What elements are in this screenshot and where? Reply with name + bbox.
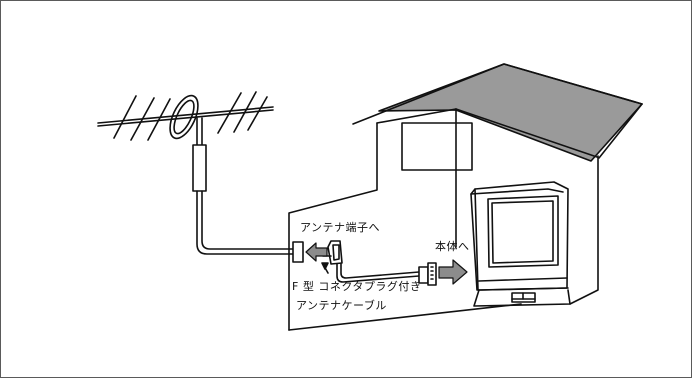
antenna-terminal-label: アンテナ端子へ (300, 221, 381, 234)
to-body-label: 本体へ (435, 240, 470, 253)
antenna-cable-label: アンテナケーブル (296, 299, 387, 312)
antenna-terminal-icon (292, 241, 304, 263)
f-connector-plug-icon (321, 240, 343, 274)
yagi-antenna-icon (97, 91, 295, 255)
antenna-cable (336, 262, 437, 286)
f-type-plug-label: F 型 コネクタプラグ付き (292, 280, 422, 293)
gray-arrow-icon (438, 259, 468, 285)
tv-icon (470, 181, 571, 307)
gray-arrow-icon (305, 242, 328, 262)
house-icon (288, 63, 643, 331)
